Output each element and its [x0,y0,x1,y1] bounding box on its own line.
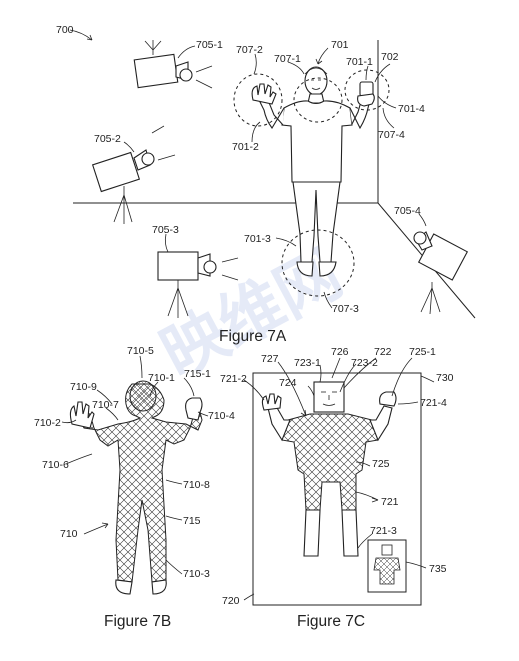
label-715: 715 [183,515,201,527]
label-700: 700 [56,24,74,36]
inset-735 [367,539,407,593]
label-705-2: 705-2 [94,133,121,145]
hand-left-7b [69,401,95,429]
label-727: 727 [261,353,279,365]
hand-right-7b [185,397,203,421]
label-710-9: 710-9 [70,381,97,393]
label-710-4: 710-4 [208,410,235,422]
caption-figure-7a: Figure 7A [219,328,287,345]
camera-705-4 [413,231,469,315]
label-722: 722 [374,346,392,358]
label-721: 721 [381,496,399,508]
label-723-1: 723-1 [294,357,321,369]
display-720 [252,372,422,606]
camera-705-2 [91,125,176,224]
label-723-2: 723-2 [351,357,378,369]
label-710-7: 710-7 [92,399,119,411]
label-701-1: 701-1 [346,56,373,68]
label-725-1: 725-1 [409,346,436,358]
label-702: 702 [381,51,399,63]
label-710-5: 710-5 [127,345,154,357]
label-701-4: 701-4 [398,103,425,115]
region-707-3 [281,229,355,297]
label-710-8: 710-8 [183,479,210,491]
label-705-1: 705-1 [196,39,223,51]
label-715-1: 715-1 [184,368,211,380]
mesh-body-710 [79,383,203,583]
label-701-3: 701-3 [244,233,271,245]
label-707-1: 707-1 [274,53,301,65]
figure-7c: 727 726 722 725-1 723-1 723-2 721-2 724 … [220,346,454,630]
avatar-721 [261,381,397,557]
label-710-2: 710-2 [34,417,61,429]
label-701: 701 [331,39,349,51]
figure-7a: 700 705-1 707-2 707-1 701 702 701-1 701-… [56,24,476,345]
label-710-6: 710-6 [42,459,69,471]
camera-705-1 [133,40,213,89]
label-710-3: 710-3 [183,568,210,580]
camera-705-3 [157,251,239,318]
leader-700 [69,29,93,41]
label-720: 720 [222,595,240,607]
label-721-3: 721-3 [370,525,397,537]
label-726: 726 [331,346,349,358]
caption-figure-7c: Figure 7C [297,613,365,630]
label-707-3: 707-3 [332,303,359,315]
label-705-3: 705-3 [152,224,179,236]
label-701-2: 701-2 [232,141,259,153]
person-701 [251,66,375,277]
label-705-4: 705-4 [394,205,421,217]
caption-figure-7b: Figure 7B [104,613,171,630]
label-707-2: 707-2 [236,44,263,56]
label-710: 710 [60,528,78,540]
region-707-2 [233,73,283,127]
label-730: 730 [436,372,454,384]
label-721-2: 721-2 [220,373,247,385]
label-725: 725 [372,458,390,470]
label-721-4: 721-4 [420,397,447,409]
label-710-1: 710-1 [148,372,175,384]
label-724: 724 [279,377,297,389]
figure-7b: 710-5 710-1 715-1 710-9 710-7 710-2 710-… [34,345,235,630]
label-735: 735 [429,563,447,575]
label-707-4: 707-4 [378,129,405,141]
region-707-1 [293,77,343,123]
